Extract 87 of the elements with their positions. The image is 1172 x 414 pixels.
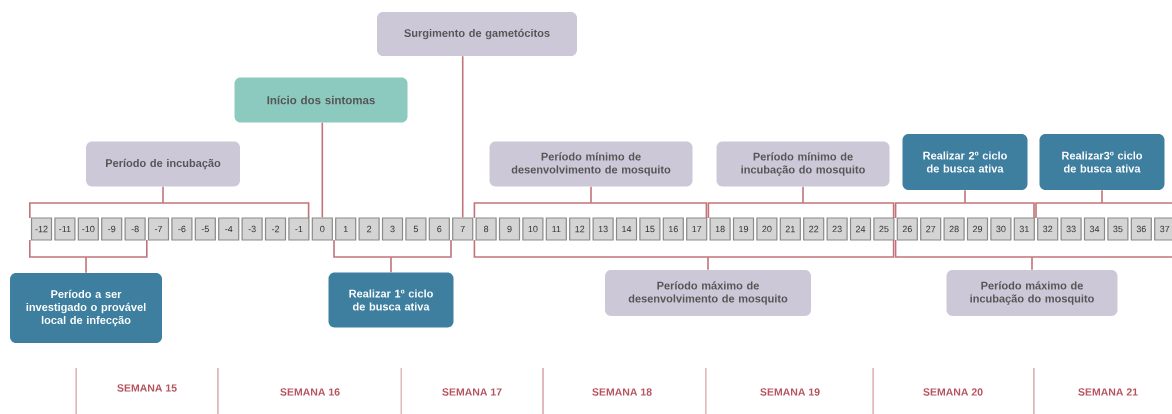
day-cell: -9 [101,217,123,241]
day-cell: 10 [522,217,544,241]
leader-line [590,185,592,204]
day-cell: 37 [1154,217,1172,241]
day-cell: 9 [498,217,521,241]
day-cell: 24 [849,217,872,241]
label-box: Surgimento de gametócitos [377,12,577,56]
day-cell: 36 [1130,217,1152,241]
bracket [29,202,310,219]
day-cell: 35 [1107,217,1129,241]
action-box: Realizar 1º ciclo de busca ativa [328,272,454,328]
day-cell: 19 [732,217,755,241]
bracket [1035,202,1172,219]
day-cell: 20 [756,217,778,241]
day-cell: 1 [335,217,357,241]
day-cell: 23 [826,217,848,241]
leader-line [707,256,709,271]
day-cell: -1 [288,217,310,241]
day-cell: 25 [873,217,895,241]
bracket [29,239,148,258]
day-cell: 30 [990,217,1012,241]
leader-line [1101,189,1103,204]
bracket [473,202,708,219]
day-cell: 31 [1013,217,1035,241]
label-box: Período máximo de desenvolvimento de mosquito [605,270,811,316]
day-cell: 22 [803,217,825,241]
day-cell: -10 [77,217,99,241]
week-label: SEMANA 15 [117,384,177,392]
bracket [894,239,1172,258]
day-cell: 32 [1037,217,1059,241]
day-cell: 33 [1060,217,1082,241]
leader-line [1031,256,1033,271]
day-cell: 15 [639,217,661,241]
leader-line [461,55,464,219]
label-box: Período mínimo de desenvolvimento de mosquito [489,141,693,187]
day-cell: 6 [428,217,450,241]
day-cell: 28 [943,217,965,241]
day-cell: 29 [966,217,989,241]
day-cell: -7 [147,217,170,241]
day-cell: 8 [475,217,497,241]
day-cell: 14 [615,217,638,241]
day-cell: 7 [452,217,474,241]
day-cell: 18 [709,217,731,241]
action-box: Realizar3º ciclo de busca ativa [1039,134,1165,190]
day-cell: 26 [896,217,918,241]
day-cell: -5 [194,217,216,241]
day-cell: -2 [264,217,287,241]
label-box: Período mínimo de incubação do mosquito [716,141,890,187]
leader-line [802,185,804,204]
bracket [707,202,895,219]
action-box: Realizar 2º ciclo de busca ativa [902,134,1028,190]
day-cell: -4 [218,217,240,241]
label-box: Período máximo de incubação do mosquito [946,270,1118,316]
week-label: SEMANA 19 [760,388,820,396]
leader-line [964,189,966,204]
label-box: Início dos sintomas [234,77,408,123]
bracket [333,239,452,258]
day-cell: 11 [545,217,567,241]
day-cell: 13 [592,217,614,241]
day-cell: -8 [124,217,146,241]
day-cell: 3 [381,217,404,241]
day-cell: 2 [358,217,380,241]
leader-line [85,256,87,274]
week-label: SEMANA 21 [1078,388,1138,396]
day-cell: 5 [405,217,427,241]
leader-line [321,121,324,219]
day-cell: 17 [686,217,708,241]
label-box: Período de incubação [86,141,240,187]
week-label: SEMANA 18 [592,388,652,396]
day-cell: -3 [241,217,263,241]
leader-line [390,256,392,274]
week-label: SEMANA 20 [923,388,983,396]
day-cell: 12 [569,217,591,241]
leader-line [162,185,164,204]
day-cell: 34 [1083,217,1106,241]
day-cell: 16 [662,217,684,241]
week-label: SEMANA 16 [280,388,340,396]
bracket [894,202,1035,219]
day-cell: -6 [171,217,193,241]
day-cell: 21 [779,217,801,241]
bracket [473,239,895,258]
day-cell: 27 [920,217,942,241]
day-cell: -11 [54,217,76,241]
action-box: Período a ser investigado o provável local de infecção [10,273,162,343]
day-cell: -12 [30,217,53,241]
day-cell: 0 [311,217,333,241]
week-label: SEMANA 17 [442,388,502,396]
